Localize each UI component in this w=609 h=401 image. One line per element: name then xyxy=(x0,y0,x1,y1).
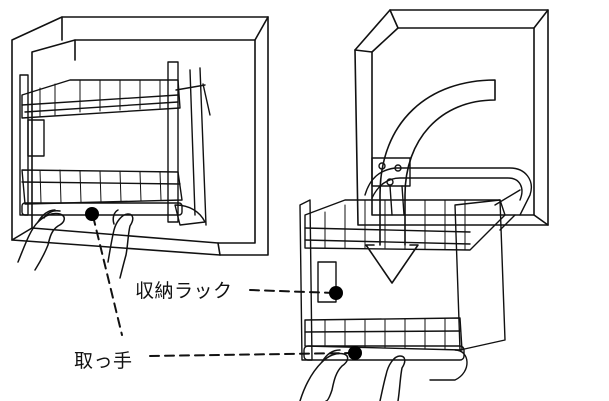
left-cabinet xyxy=(11,16,269,256)
left-hands xyxy=(17,209,134,279)
right-lowered-rack xyxy=(299,189,521,381)
callout-leaders xyxy=(92,215,353,357)
marker-dot-left-handle xyxy=(85,207,99,221)
storage-rack-label: 収納ラック xyxy=(135,280,233,302)
handle-label: 取っ手 xyxy=(74,350,133,372)
right-cabinet xyxy=(354,9,549,226)
marker-dot-rack xyxy=(329,286,343,300)
lift-mechanism xyxy=(364,157,532,216)
marker-dot-right-handle xyxy=(348,346,362,360)
pull-down-arrow xyxy=(365,79,496,284)
left-stowed-rack xyxy=(19,61,211,226)
